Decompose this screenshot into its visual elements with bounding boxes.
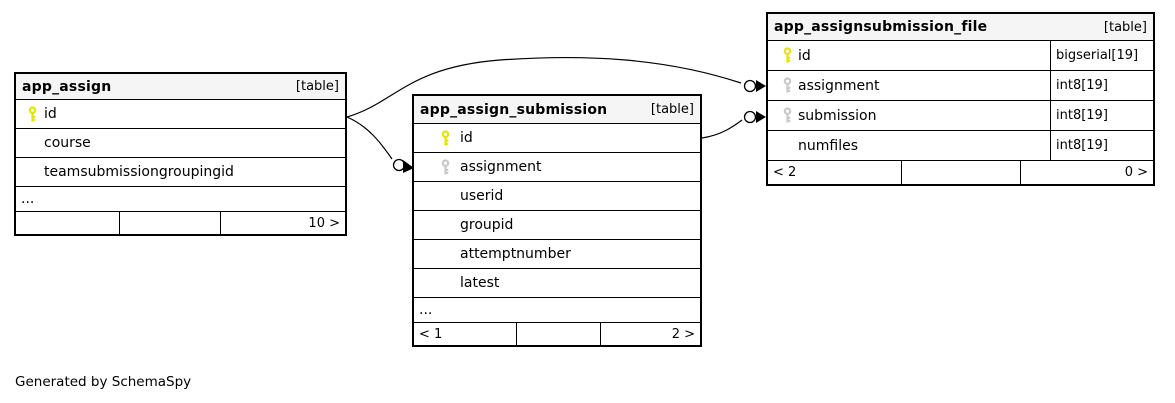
table-header[interactable]: app_assign [table]	[16, 74, 345, 100]
footer-cell-outgoing: 0 >	[1124, 165, 1148, 180]
cardinality-circle	[743, 110, 757, 124]
table-name[interactable]: app_assign	[22, 78, 112, 95]
column-name: id	[798, 47, 811, 64]
column-row: assignment	[414, 153, 700, 182]
cardinality-circle	[392, 158, 406, 172]
column-name: latest	[460, 275, 500, 291]
footer-cell-incoming: < 1	[414, 323, 517, 345]
column-row: course	[16, 129, 345, 158]
table-footer: < 1 2 >	[414, 323, 700, 345]
column-row: assignment int8[19]	[768, 71, 1153, 101]
ellipsis-text: ...	[21, 191, 35, 207]
footer-cell-outgoing: 10 >	[308, 215, 340, 231]
column-name: id	[460, 130, 473, 146]
arrowhead-icon	[756, 80, 766, 92]
footer-cell-incoming: < 2	[768, 161, 902, 184]
table-node-app-assign: app_assign [table] id course teamsubmiss…	[14, 72, 347, 236]
table-type-badge: [table]	[295, 79, 339, 94]
column-name: course	[44, 135, 91, 151]
primary-key-icon	[430, 129, 460, 147]
column-name: id	[44, 106, 57, 122]
column-row: submission int8[19]	[768, 101, 1153, 131]
column-name: userid	[460, 188, 504, 204]
table-footer: 10 >	[16, 212, 345, 234]
ellipsis-row: ...	[414, 298, 700, 323]
table-footer: < 2 0 >	[768, 161, 1153, 184]
column-row: id	[16, 100, 345, 129]
table-type-badge: [table]	[1103, 19, 1147, 35]
column-name: submission	[798, 107, 877, 124]
column-type: int8[19]	[1050, 101, 1153, 130]
column-name: numfiles	[798, 137, 858, 154]
ellipsis-text: ...	[419, 302, 433, 318]
foreign-key-icon	[430, 158, 460, 176]
column-name: assignment	[460, 159, 542, 175]
table-node-app-assignsubmission-file: app_assignsubmission_file [table] id big…	[766, 12, 1155, 186]
cardinality-circle	[743, 79, 757, 93]
ellipsis-row: ...	[16, 187, 345, 212]
foreign-key-icon	[776, 77, 798, 94]
relationship-line	[346, 116, 393, 160]
footer-cell-center	[517, 323, 601, 345]
column-row: id bigserial[19]	[768, 41, 1153, 71]
table-header[interactable]: app_assign_submission [table]	[414, 96, 700, 124]
footer-cell-center	[120, 212, 221, 234]
column-type: bigserial[19]	[1050, 41, 1153, 70]
generated-by-caption: Generated by SchemaSpy	[15, 374, 192, 390]
column-name: teamsubmissiongroupingid	[44, 164, 234, 180]
footer-cell-center	[902, 161, 1021, 184]
table-name[interactable]: app_assignsubmission_file	[774, 19, 988, 35]
column-type: int8[19]	[1050, 131, 1153, 160]
column-name: attemptnumber	[460, 246, 571, 262]
column-row: attemptnumber	[414, 240, 700, 269]
footer-cell-incoming	[16, 212, 120, 234]
column-name: assignment	[798, 77, 880, 94]
table-header[interactable]: app_assignsubmission_file [table]	[768, 14, 1153, 41]
column-row: numfiles int8[19]	[768, 131, 1153, 161]
column-row: teamsubmissiongroupingid	[16, 158, 345, 187]
table-node-app-assign-submission: app_assign_submission [table] id assignm…	[412, 94, 702, 347]
column-row: groupid	[414, 211, 700, 240]
arrowhead-icon	[756, 111, 766, 123]
primary-key-icon	[20, 105, 44, 123]
column-row: id	[414, 124, 700, 153]
column-name: groupid	[460, 217, 514, 233]
relationship-line	[701, 119, 743, 139]
column-row: userid	[414, 182, 700, 211]
column-row: latest	[414, 269, 700, 298]
table-name[interactable]: app_assign_submission	[420, 101, 608, 118]
column-type: int8[19]	[1050, 71, 1153, 100]
table-type-badge: [table]	[650, 102, 694, 117]
foreign-key-icon	[776, 107, 798, 124]
footer-cell-outgoing: 2 >	[671, 326, 695, 342]
primary-key-icon	[776, 47, 798, 64]
